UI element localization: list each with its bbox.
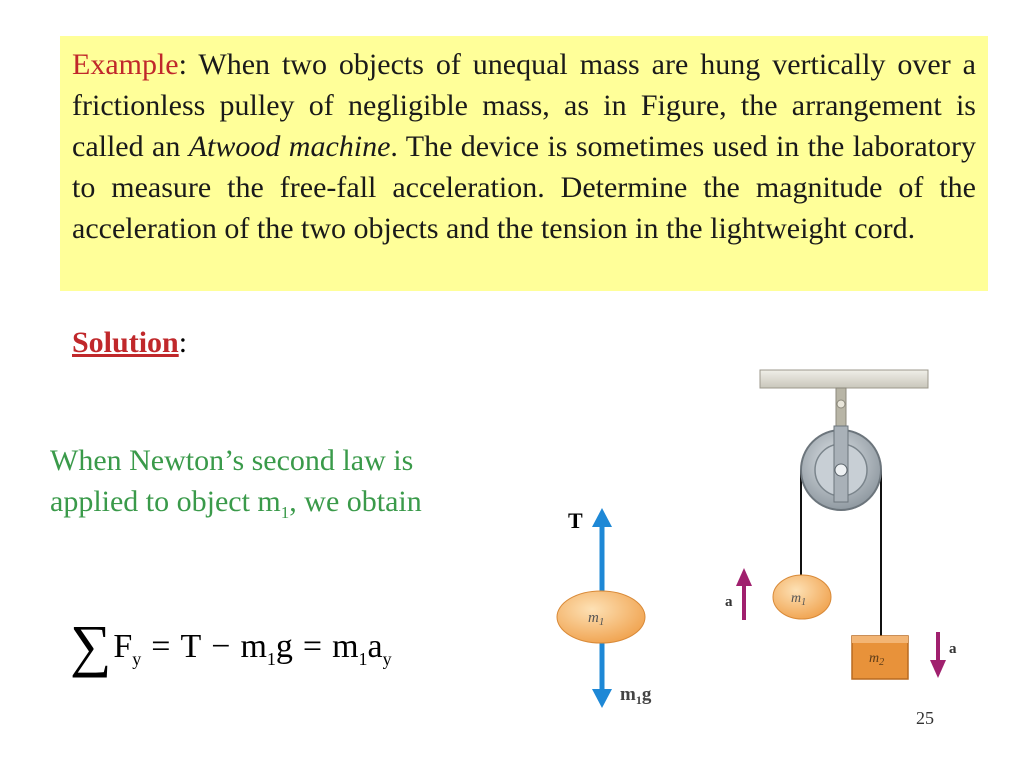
fbd-mass-letter: m bbox=[588, 610, 599, 626]
eq-F-sub: y bbox=[132, 648, 142, 669]
eq-F: F bbox=[113, 628, 133, 665]
example-label: Example bbox=[72, 48, 179, 81]
newton-text-line1: When Newton’s second law is applied to o… bbox=[50, 444, 414, 518]
mass-m2-sub: 2 bbox=[879, 657, 884, 668]
ceiling bbox=[759, 369, 929, 389]
solution-colon: : bbox=[178, 326, 188, 359]
solution-label: Solution bbox=[72, 326, 179, 359]
mass-m2-label: m2 bbox=[869, 651, 884, 668]
mass-m1-sub: 1 bbox=[801, 597, 806, 608]
eq-a: a bbox=[367, 628, 383, 665]
eq-m1b-sub: 1 bbox=[358, 648, 368, 669]
eq-g: g bbox=[275, 628, 293, 665]
eq-m1-sub: 1 bbox=[266, 648, 276, 669]
mass-m2-letter: m bbox=[869, 651, 879, 666]
atwood-machine-term: Atwood machine bbox=[188, 130, 391, 163]
mass-m2-block bbox=[851, 635, 909, 680]
atwood-machine: m1 m2 a a bbox=[725, 369, 957, 680]
mass-m1-ball bbox=[556, 590, 646, 644]
eq-m1b: m bbox=[332, 628, 359, 665]
example-colon: : bbox=[178, 48, 187, 81]
fbd-mass-label: m1 bbox=[588, 610, 604, 628]
example-box: Example: When two objects of unequal mas… bbox=[60, 36, 988, 291]
newton-text-sub: 1 bbox=[280, 503, 290, 522]
weight-arrow-head bbox=[592, 689, 612, 708]
page-number: 25 bbox=[916, 708, 934, 728]
accel-up-arrow-head bbox=[736, 568, 752, 586]
mass-m1-letter: m bbox=[791, 591, 801, 606]
free-body-diagram: T m1 m1g bbox=[556, 508, 652, 708]
newton-law-text: When Newton’s second law is applied to o… bbox=[50, 440, 480, 533]
accel-down-label: a bbox=[949, 641, 957, 657]
eq-m1: m bbox=[240, 628, 267, 665]
sigma-symbol: ∑ bbox=[70, 613, 112, 678]
example-text-part1: When two objects of unequal mass are hun… bbox=[72, 48, 976, 163]
mass-m1 bbox=[772, 574, 832, 620]
accel-up-label: a bbox=[725, 594, 733, 610]
pulley-axle bbox=[834, 463, 848, 477]
tension-arrow-head bbox=[592, 508, 612, 527]
mass-m2-top-face bbox=[852, 636, 908, 643]
hanger-pin bbox=[836, 399, 846, 409]
accel-down-arrow-head bbox=[930, 660, 946, 678]
weight-label: m1g bbox=[620, 684, 652, 707]
eq-T: T bbox=[180, 628, 202, 665]
weight-m: m bbox=[620, 684, 636, 705]
mass-m1-label: m1 bbox=[791, 591, 806, 608]
solution-heading: Solution: bbox=[72, 326, 187, 360]
weight-g: g bbox=[642, 684, 652, 705]
example-text-part2: . The device is sometimes used in the la… bbox=[72, 130, 977, 245]
eq-equals-1: = bbox=[151, 628, 171, 665]
eq-equals-2: = bbox=[302, 628, 323, 665]
eq-a-sub: y bbox=[382, 648, 392, 669]
equation: ∑Fy=T−m1g=m1ay bbox=[70, 612, 392, 679]
example-text: Example: When two objects of unequal mas… bbox=[72, 44, 976, 249]
eq-minus: − bbox=[211, 628, 231, 665]
weight-sub: 1 bbox=[636, 693, 642, 707]
newton-text-line2: , we obtain bbox=[289, 485, 422, 518]
fbd-mass-sub: 1 bbox=[599, 616, 605, 628]
tension-label: T bbox=[568, 508, 583, 533]
